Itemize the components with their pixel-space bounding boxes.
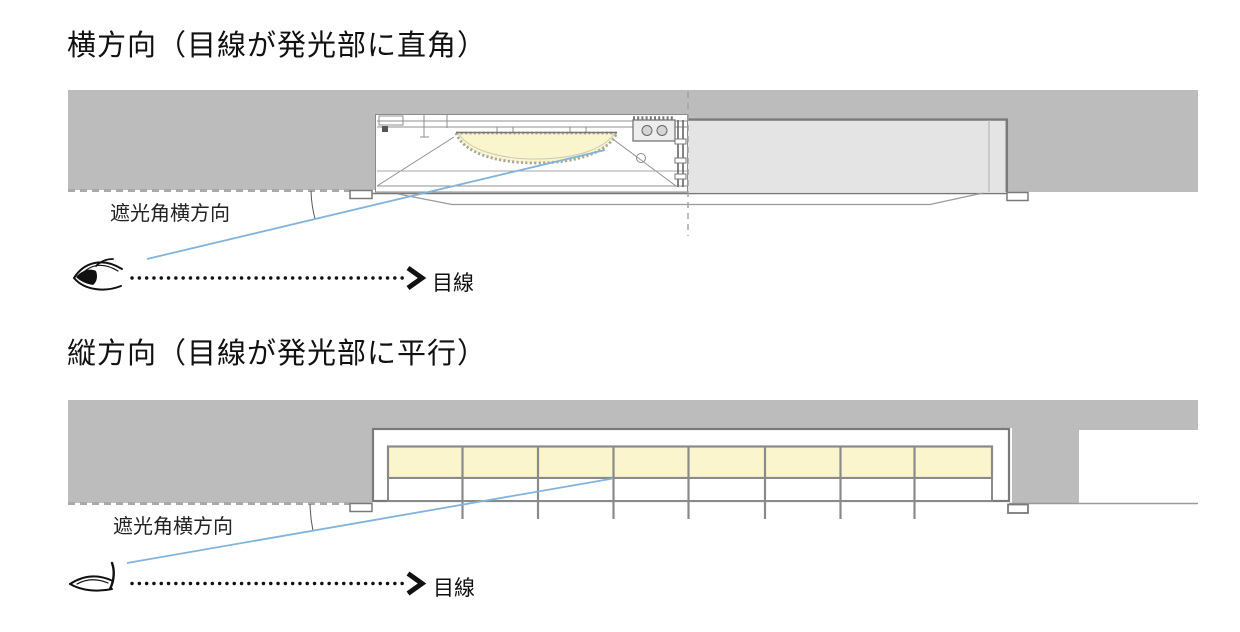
ceiling-strip-over-fixture xyxy=(372,400,1079,428)
ceiling-left-block xyxy=(68,90,375,190)
light-unit-panel xyxy=(688,118,1009,192)
bottom-diagram xyxy=(68,400,1198,596)
shading-angle-label: 遮光角横方向 xyxy=(110,203,230,225)
mounting-notch-right xyxy=(1006,191,1029,202)
bottom-diagram-title: 縦方向（目線が発光部に平行） xyxy=(67,338,488,370)
reflector-left-edge xyxy=(376,136,455,187)
shading-angle-arc xyxy=(309,503,314,532)
fixture-face-trapezoid xyxy=(397,192,984,206)
divider-stubs xyxy=(461,501,916,519)
mounting-notch-left xyxy=(349,502,373,513)
eye-icon xyxy=(69,561,115,592)
ceiling-strip-over-fixture xyxy=(375,90,688,114)
mounting-notch-left xyxy=(349,189,373,200)
lens-dividers xyxy=(461,447,916,501)
lens xyxy=(453,131,620,165)
ceiling-pillar xyxy=(1012,428,1079,504)
shading-angle-label: 遮光角横方向 xyxy=(113,516,233,538)
shading-angle-arc xyxy=(310,190,316,220)
ceiling-strip-over-unit xyxy=(688,90,1008,118)
ceiling-right-block xyxy=(1008,90,1198,192)
reflector-right-edge xyxy=(609,136,677,187)
sight-line-blue xyxy=(126,477,614,564)
mounting-notch-right xyxy=(1007,503,1029,514)
terminal-block xyxy=(632,119,676,142)
bracket-block xyxy=(382,126,388,132)
lens-grid xyxy=(386,445,994,519)
lens-strip xyxy=(386,445,994,480)
louver-row xyxy=(387,477,993,502)
top-diagram xyxy=(68,90,1198,291)
ceiling-left-block xyxy=(68,400,372,503)
eye-icon xyxy=(73,258,123,291)
eye-pupil xyxy=(76,269,97,285)
fixture-internal-detail xyxy=(376,115,687,187)
arrow-right-icon xyxy=(406,571,427,596)
top-diagram-title: 横方向（目線が発光部に直角） xyxy=(67,30,488,62)
sight-line-blue xyxy=(146,149,606,260)
eye-lash xyxy=(108,561,115,591)
sight-label: 目線 xyxy=(433,577,475,600)
arrow-right-icon xyxy=(406,265,427,291)
ceiling-band-right xyxy=(1079,400,1198,430)
sight-label: 目線 xyxy=(432,272,474,295)
